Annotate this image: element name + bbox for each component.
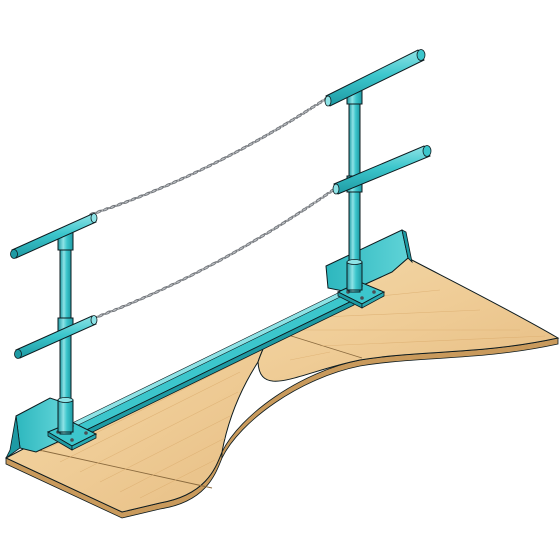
chain-link bbox=[189, 272, 195, 277]
bolt-icon bbox=[372, 290, 376, 294]
mid-rail bbox=[332, 145, 432, 195]
toe-board bbox=[5, 397, 63, 459]
deck bbox=[4, 257, 560, 519]
wooden-deck-panel bbox=[257, 257, 560, 382]
chain-link bbox=[196, 269, 202, 274]
chain bbox=[91, 186, 339, 320]
chain-link bbox=[213, 160, 219, 165]
top-rail bbox=[10, 213, 98, 259]
chain-link bbox=[316, 100, 323, 105]
chain-link bbox=[315, 198, 322, 203]
bolt-icon bbox=[360, 296, 364, 300]
chain-link bbox=[182, 276, 188, 281]
bolt-icon bbox=[70, 438, 74, 442]
chain-link bbox=[322, 193, 329, 198]
chain-link bbox=[199, 167, 206, 172]
chain-link bbox=[210, 261, 216, 266]
top-rail bbox=[324, 49, 426, 107]
mid-rail bbox=[14, 315, 98, 359]
chain-link bbox=[161, 286, 167, 291]
chain-link bbox=[326, 191, 332, 194]
bolt-icon bbox=[84, 431, 88, 435]
railing-post bbox=[346, 85, 363, 293]
deck-edge-right bbox=[221, 337, 559, 459]
chain-link bbox=[175, 279, 181, 284]
chain-link bbox=[305, 206, 311, 209]
chain-link bbox=[312, 201, 318, 204]
panel-seam bbox=[29, 447, 213, 489]
chain-link bbox=[185, 173, 192, 178]
chain bbox=[89, 94, 333, 216]
chain-link bbox=[192, 170, 199, 175]
chains bbox=[89, 94, 339, 320]
chain-link bbox=[319, 196, 325, 199]
wood-grain bbox=[39, 289, 546, 499]
